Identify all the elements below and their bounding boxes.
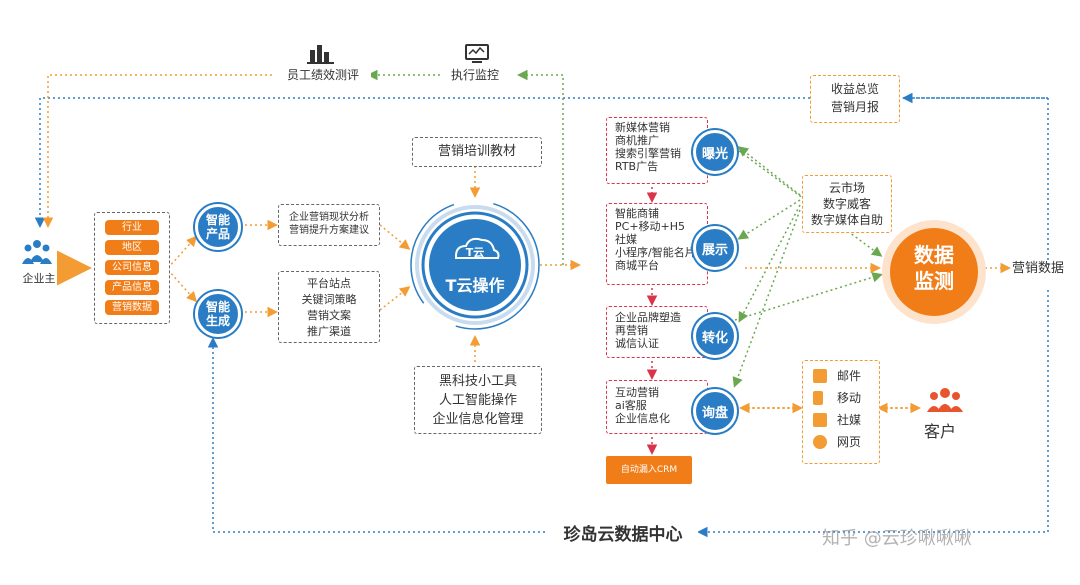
data-monitor-line2: 监测 xyxy=(914,269,954,293)
tools-line: 企业信息化管理 xyxy=(432,412,524,427)
feedback-loop-line xyxy=(34,97,1049,265)
customer-label: 客户 xyxy=(924,422,957,441)
stage-item: 企业品牌塑造 xyxy=(615,311,681,324)
tools-box: 黑科技小工具 人工智能操作 企业信息化管理 xyxy=(414,366,542,434)
execution-monitor-label: 执行监控 xyxy=(440,66,510,84)
people-group-icon xyxy=(20,238,54,268)
data-monitor-line1: 数据 xyxy=(914,243,954,267)
analysis-line: 营销提升方案建议 xyxy=(289,225,369,236)
stage-display-box: 智能商铺 PC+移动+H5 社媒 小程序/智能名片 商城平台 xyxy=(606,203,708,285)
attribute-pill: 公司信息 xyxy=(105,260,159,275)
training-label: 营销培训教材 xyxy=(437,144,516,159)
tools-line: 黑科技小工具 xyxy=(438,374,517,389)
cloud-market-line: 数字威客 xyxy=(822,197,871,211)
attribute-pill: 地区 xyxy=(105,240,159,255)
stage-conversion-node: 转化 xyxy=(693,314,737,358)
stage-item: 互动营销 xyxy=(615,386,659,399)
smart-generate-node: 智能生成 xyxy=(195,291,241,337)
attribute-pill: 产品信息 xyxy=(105,280,159,295)
stage-item: 再营销 xyxy=(615,324,648,337)
channels-box: 邮件 移动 社媒 网页 xyxy=(802,360,880,464)
customer-icon xyxy=(926,386,964,414)
platform-line: 关键词策略 xyxy=(301,293,357,306)
stage-item: ai客服 xyxy=(615,399,647,412)
mobile-icon xyxy=(813,391,823,405)
mail-icon xyxy=(813,369,827,383)
chart-building-icon xyxy=(306,42,336,64)
channel-label: 网页 xyxy=(837,435,862,449)
data-center-label: 珍岛云数据中心 xyxy=(548,520,698,545)
monthly-report-label: 营销月报 xyxy=(830,100,879,114)
stage-exposure-node: 曝光 xyxy=(693,130,737,174)
t-cloud-logo: T云 xyxy=(465,246,485,259)
attribute-pill: 营销数据 xyxy=(105,300,159,315)
revenue-box: 收益总览 营销月报 xyxy=(810,75,900,123)
channel-row: 移动 xyxy=(813,387,879,409)
channel-label: 社媒 xyxy=(837,413,862,427)
stage-inquiry-box: 互动营销 ai客服 企业信息化 xyxy=(606,380,708,434)
stage-item: 搜索引擎营销 xyxy=(615,147,681,160)
channel-row: 网页 xyxy=(813,431,879,453)
attribute-pill: 行业 xyxy=(105,220,159,235)
stage-display-node: 展示 xyxy=(693,226,737,270)
attributes-box: 行业 地区 公司信息 产品信息 营销数据 xyxy=(94,212,170,324)
platform-box: 平台站点 关键词策略 营销文案 推广渠道 xyxy=(278,271,380,343)
stage-item: 智能商铺 xyxy=(615,207,659,220)
employee-eval-label: 员工绩效测评 xyxy=(275,66,371,84)
stage-inquiry-node: 询盘 xyxy=(693,389,737,433)
stage-item: 企业信息化 xyxy=(615,412,670,425)
stage-item: 诚信认证 xyxy=(615,337,659,350)
training-box: 营销培训教材 xyxy=(412,137,542,167)
channel-row: 社媒 xyxy=(813,409,879,431)
marketing-data-label: 营销数据 xyxy=(1012,261,1065,276)
analysis-line: 企业营销现状分析 xyxy=(289,212,369,223)
crm-button[interactable]: 自动漏入CRM xyxy=(606,456,692,484)
platform-line: 平台站点 xyxy=(307,277,351,290)
stage-item: 新媒体营销 xyxy=(615,121,670,134)
data-monitor-node: 数据 监测 xyxy=(890,228,978,316)
stage-item: 社媒 xyxy=(615,233,637,246)
watermark: 知乎 @云珍啾啾啾 xyxy=(822,528,972,549)
channel-row: 邮件 xyxy=(813,365,879,387)
t-cloud-hub: T云 T云操作 xyxy=(408,198,542,332)
analysis-box: 企业营销现状分析 营销提升方案建议 xyxy=(278,204,380,246)
cloud-market-line: 云市场 xyxy=(828,181,865,195)
cloud-market-line: 数字媒体自助 xyxy=(810,213,883,227)
social-icon xyxy=(813,413,827,427)
stage-conversion-box: 企业品牌塑造 再营销 诚信认证 xyxy=(606,306,708,358)
tools-line: 人工智能操作 xyxy=(438,393,517,408)
platform-line: 推广渠道 xyxy=(307,325,351,338)
stage-item: RTB广告 xyxy=(615,160,659,173)
stage-item: 小程序/智能名片 xyxy=(615,246,696,259)
web-icon xyxy=(813,435,827,449)
platform-line: 营销文案 xyxy=(307,309,351,322)
stage-item: 商机推广 xyxy=(615,134,659,147)
channel-label: 移动 xyxy=(837,391,862,405)
cloud-market-box: 云市场 数字威客 数字媒体自助 xyxy=(802,175,892,233)
monitor-icon xyxy=(464,44,490,64)
stage-item: PC+移动+H5 xyxy=(615,220,686,233)
revenue-overview-label: 收益总览 xyxy=(830,82,879,96)
channel-label: 邮件 xyxy=(837,369,862,383)
owner-label: 企业主 xyxy=(22,272,56,285)
smart-product-node: 智能产品 xyxy=(195,204,241,250)
t-cloud-title: T云操作 xyxy=(445,276,505,295)
stage-item: 商城平台 xyxy=(615,259,659,272)
